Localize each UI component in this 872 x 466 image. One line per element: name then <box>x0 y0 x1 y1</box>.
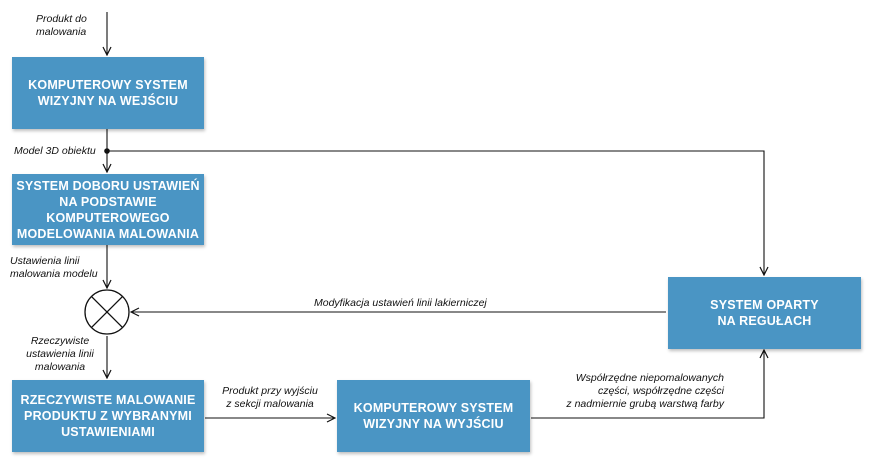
label-modification: Modyfikacja ustawień linii lakierniczej <box>314 297 487 309</box>
label-actual-settings: Rzeczywiste ustawienia linii malowania <box>26 335 94 373</box>
junction-dot <box>104 148 110 154</box>
rule-based-system-box: SYSTEM OPARTY NA REGUŁACH <box>668 277 861 349</box>
label-product-in: Produkt do malowania <box>36 13 87 38</box>
label-line-settings: Ustawienia linii malowania modelu <box>10 255 98 280</box>
arrow-output-to-rules <box>531 350 764 419</box>
actual-painting-box: RZECZYWISTE MALOWANIE PRODUKTU Z WYBRANY… <box>12 380 204 452</box>
arrow-model-to-rules <box>107 150 764 275</box>
settings-selection-system-box: SYSTEM DOBORU USTAWIEŃ NA PODSTAWIE KOMP… <box>12 174 204 245</box>
input-vision-system-box: KOMPUTEROWY SYSTEM WIZYJNY NA WEJŚCIU <box>12 57 204 129</box>
label-model-3d: Model 3D obiektu <box>14 145 96 157</box>
comparator-symbol <box>84 289 130 335</box>
output-vision-system-box: KOMPUTEROWY SYSTEM WIZYJNY NA WYJŚCIU <box>337 380 530 452</box>
label-product-out: Produkt przy wyjściu z sekcji malowania <box>222 385 318 410</box>
label-coordinates: Współrzędne niepomalowanych części, wspó… <box>566 372 724 410</box>
